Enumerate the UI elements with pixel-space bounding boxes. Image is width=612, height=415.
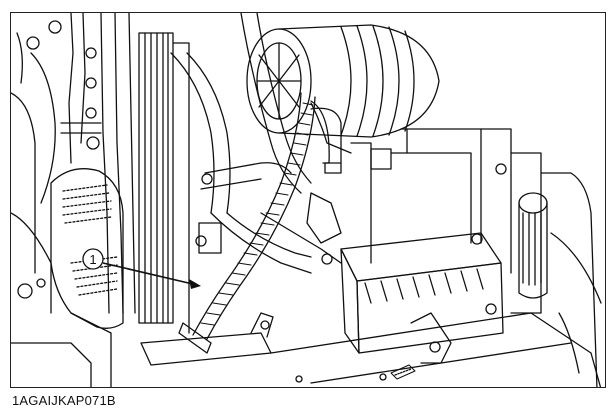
figure-code: 1AGAIJKAP071B xyxy=(12,393,116,408)
perforated-shield xyxy=(50,168,124,329)
bottom-plate xyxy=(140,312,602,387)
engine-compartment-illustration: 1 xyxy=(10,12,606,388)
hatched-hose xyxy=(178,92,342,354)
radiator-frame xyxy=(11,13,190,387)
hoses xyxy=(170,13,342,274)
callout-circle xyxy=(82,248,104,270)
callout-1: 1 xyxy=(82,248,201,289)
callout-arrowhead xyxy=(189,279,201,289)
battery xyxy=(321,232,504,354)
air-cleaner xyxy=(246,24,440,154)
right-bracket xyxy=(350,128,602,387)
callout-number: 1 xyxy=(89,252,96,267)
line-drawing: 1 xyxy=(11,13,602,387)
callout-leader-line xyxy=(102,262,198,286)
